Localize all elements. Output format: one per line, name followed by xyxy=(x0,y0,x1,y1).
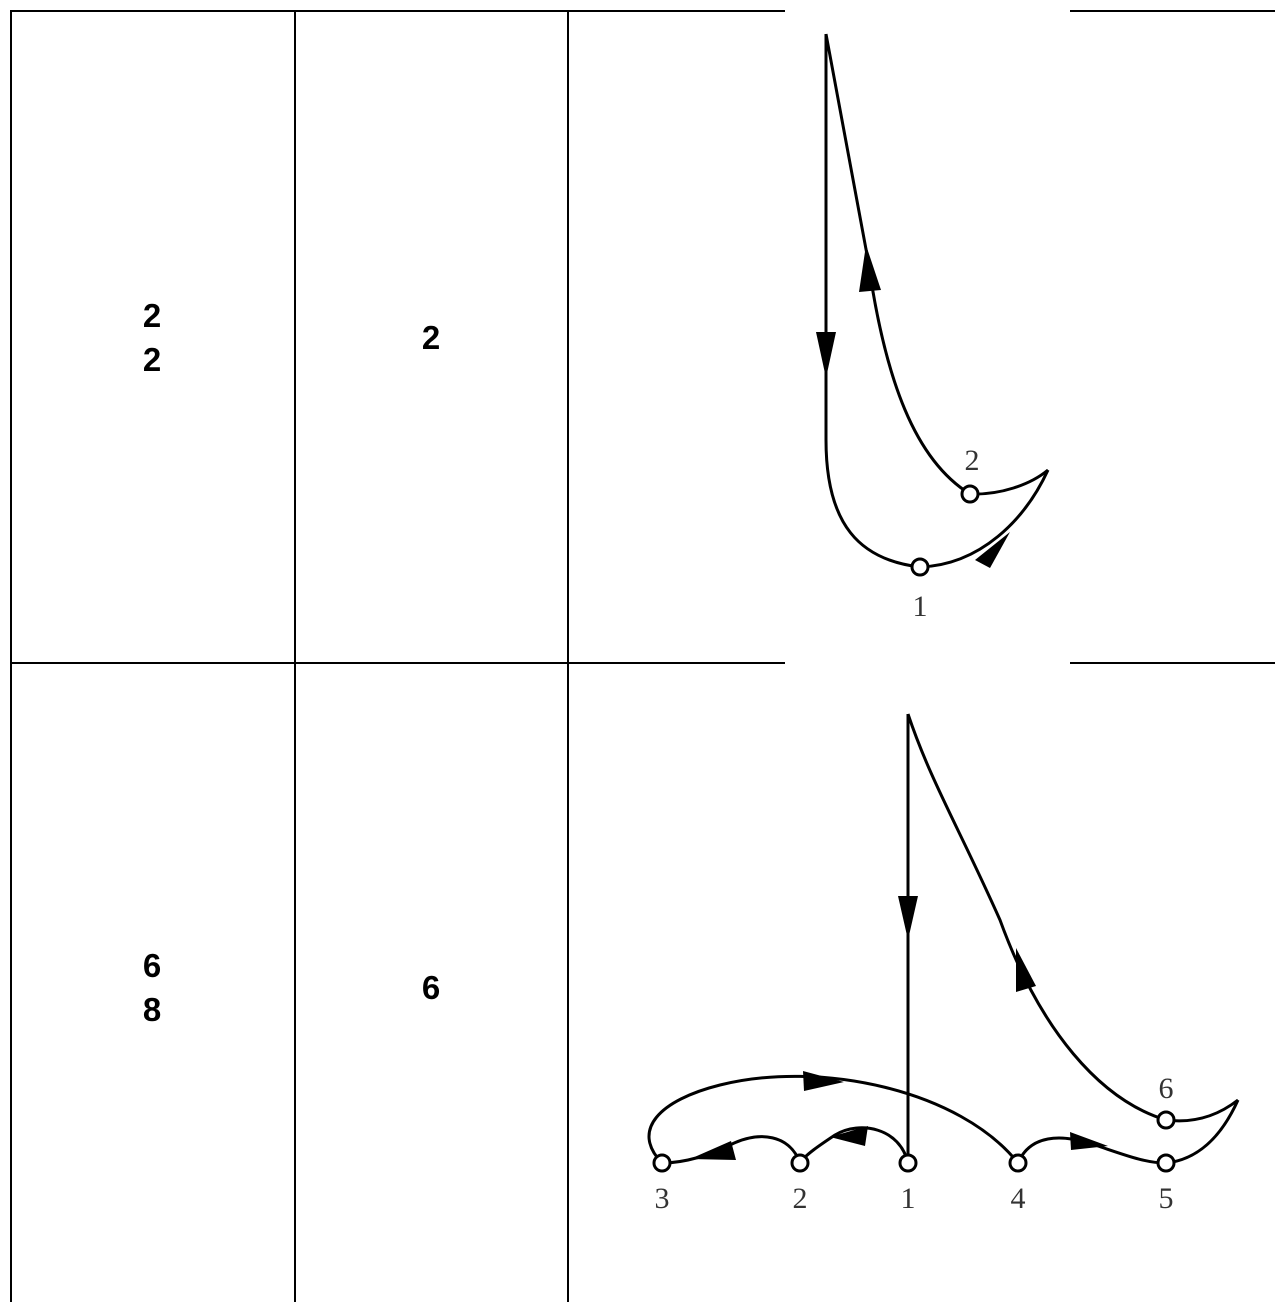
node-label-3: 3 xyxy=(655,1182,670,1215)
big-arc-3-to-4 xyxy=(647,1074,1020,1165)
row-divider-right xyxy=(1070,662,1275,664)
node-label-1: 1 xyxy=(913,590,928,623)
table-border-left xyxy=(10,10,12,1302)
row1-col1: 2 2 xyxy=(112,294,192,382)
curve-1-to-2 xyxy=(798,1126,910,1164)
flow-diagram-1: 2 1 xyxy=(816,33,1050,623)
node-1 xyxy=(910,557,930,577)
node-label-1: 1 xyxy=(901,1182,916,1215)
arrow-up-icon xyxy=(1016,948,1036,992)
row1-col2: 2 xyxy=(421,319,441,356)
node-1 xyxy=(898,1153,918,1173)
arrow-up-icon xyxy=(859,245,881,292)
node-2 xyxy=(960,484,980,504)
tail-curve-lower xyxy=(1165,1099,1240,1165)
row2-col1-line2: 8 xyxy=(142,991,162,1028)
arrow-right-icon xyxy=(803,1071,844,1091)
node-4 xyxy=(1008,1153,1028,1173)
row1-col1-line1: 2 xyxy=(142,297,162,334)
node-label-5: 5 xyxy=(1159,1182,1174,1215)
table-border-top-right xyxy=(1070,10,1275,12)
arrow-left-icon-2 xyxy=(690,1141,736,1160)
node-5 xyxy=(1156,1153,1176,1173)
node-label-2: 2 xyxy=(965,444,980,477)
arrow-right-icon xyxy=(975,532,1010,568)
return-flow-curve xyxy=(906,713,1167,1122)
node-6 xyxy=(1156,1110,1176,1130)
arrow-down-icon xyxy=(898,896,918,940)
node-3 xyxy=(652,1153,672,1173)
row1-col1-line2: 2 xyxy=(142,341,162,378)
arrow-down-icon xyxy=(816,332,836,378)
node-2 xyxy=(790,1153,810,1173)
node-label-2: 2 xyxy=(793,1182,808,1215)
row2-col1: 6 8 xyxy=(112,944,192,1032)
table-divider-col1 xyxy=(294,10,296,1302)
row2-col2: 6 xyxy=(421,969,441,1006)
row2-col1-line1: 6 xyxy=(142,947,162,984)
flow-diagram-2: 6 3 2 1 4 5 xyxy=(647,713,1240,1215)
table-border-top xyxy=(10,10,785,12)
arrow-left-icon xyxy=(830,1126,868,1146)
node-label-4: 4 xyxy=(1011,1182,1026,1215)
vertical-flow-line xyxy=(824,34,921,569)
table-divider-col2 xyxy=(567,10,569,1302)
row-divider xyxy=(10,662,785,664)
return-flow-curve xyxy=(824,33,971,496)
bottom-flow-curve xyxy=(919,469,1050,569)
arrow-right-icon-2 xyxy=(1070,1132,1108,1150)
node-label-6: 6 xyxy=(1159,1072,1174,1105)
